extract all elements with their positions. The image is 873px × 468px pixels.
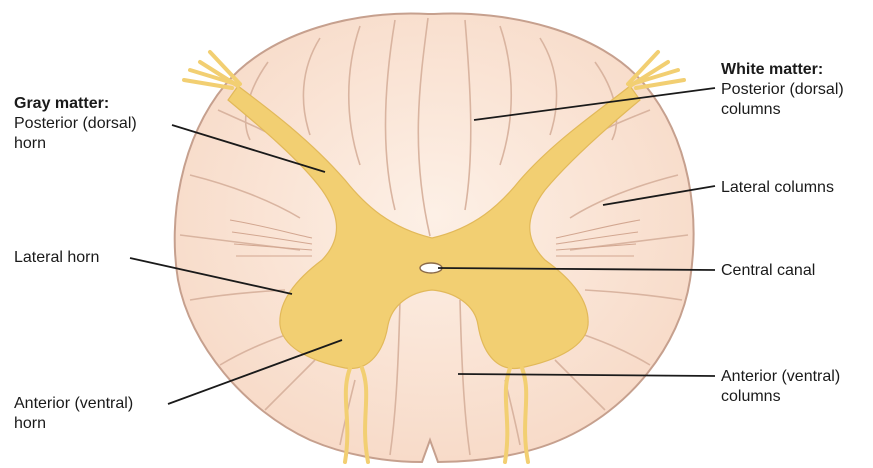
posterior-columns-label-line2: columns [721, 100, 781, 119]
central-canal-label: Central canal [721, 261, 815, 280]
gray-matter-heading: Gray matter: [14, 94, 109, 113]
anterior-columns-label-line1: Anterior (ventral) [721, 367, 840, 386]
lateral-horn-label: Lateral horn [14, 248, 99, 267]
white-matter-heading: White matter: [721, 60, 823, 79]
anterior-horn-label-line1: Anterior (ventral) [14, 394, 133, 413]
anterior-horn-label-line2: horn [14, 414, 46, 433]
lateral-columns-label: Lateral columns [721, 178, 834, 197]
anterior-columns-label-line2: columns [721, 387, 781, 406]
posterior-horn-label-line1: Posterior (dorsal) [14, 114, 137, 133]
posterior-horn-label-line2: horn [14, 134, 46, 153]
posterior-columns-label-line1: Posterior (dorsal) [721, 80, 844, 99]
